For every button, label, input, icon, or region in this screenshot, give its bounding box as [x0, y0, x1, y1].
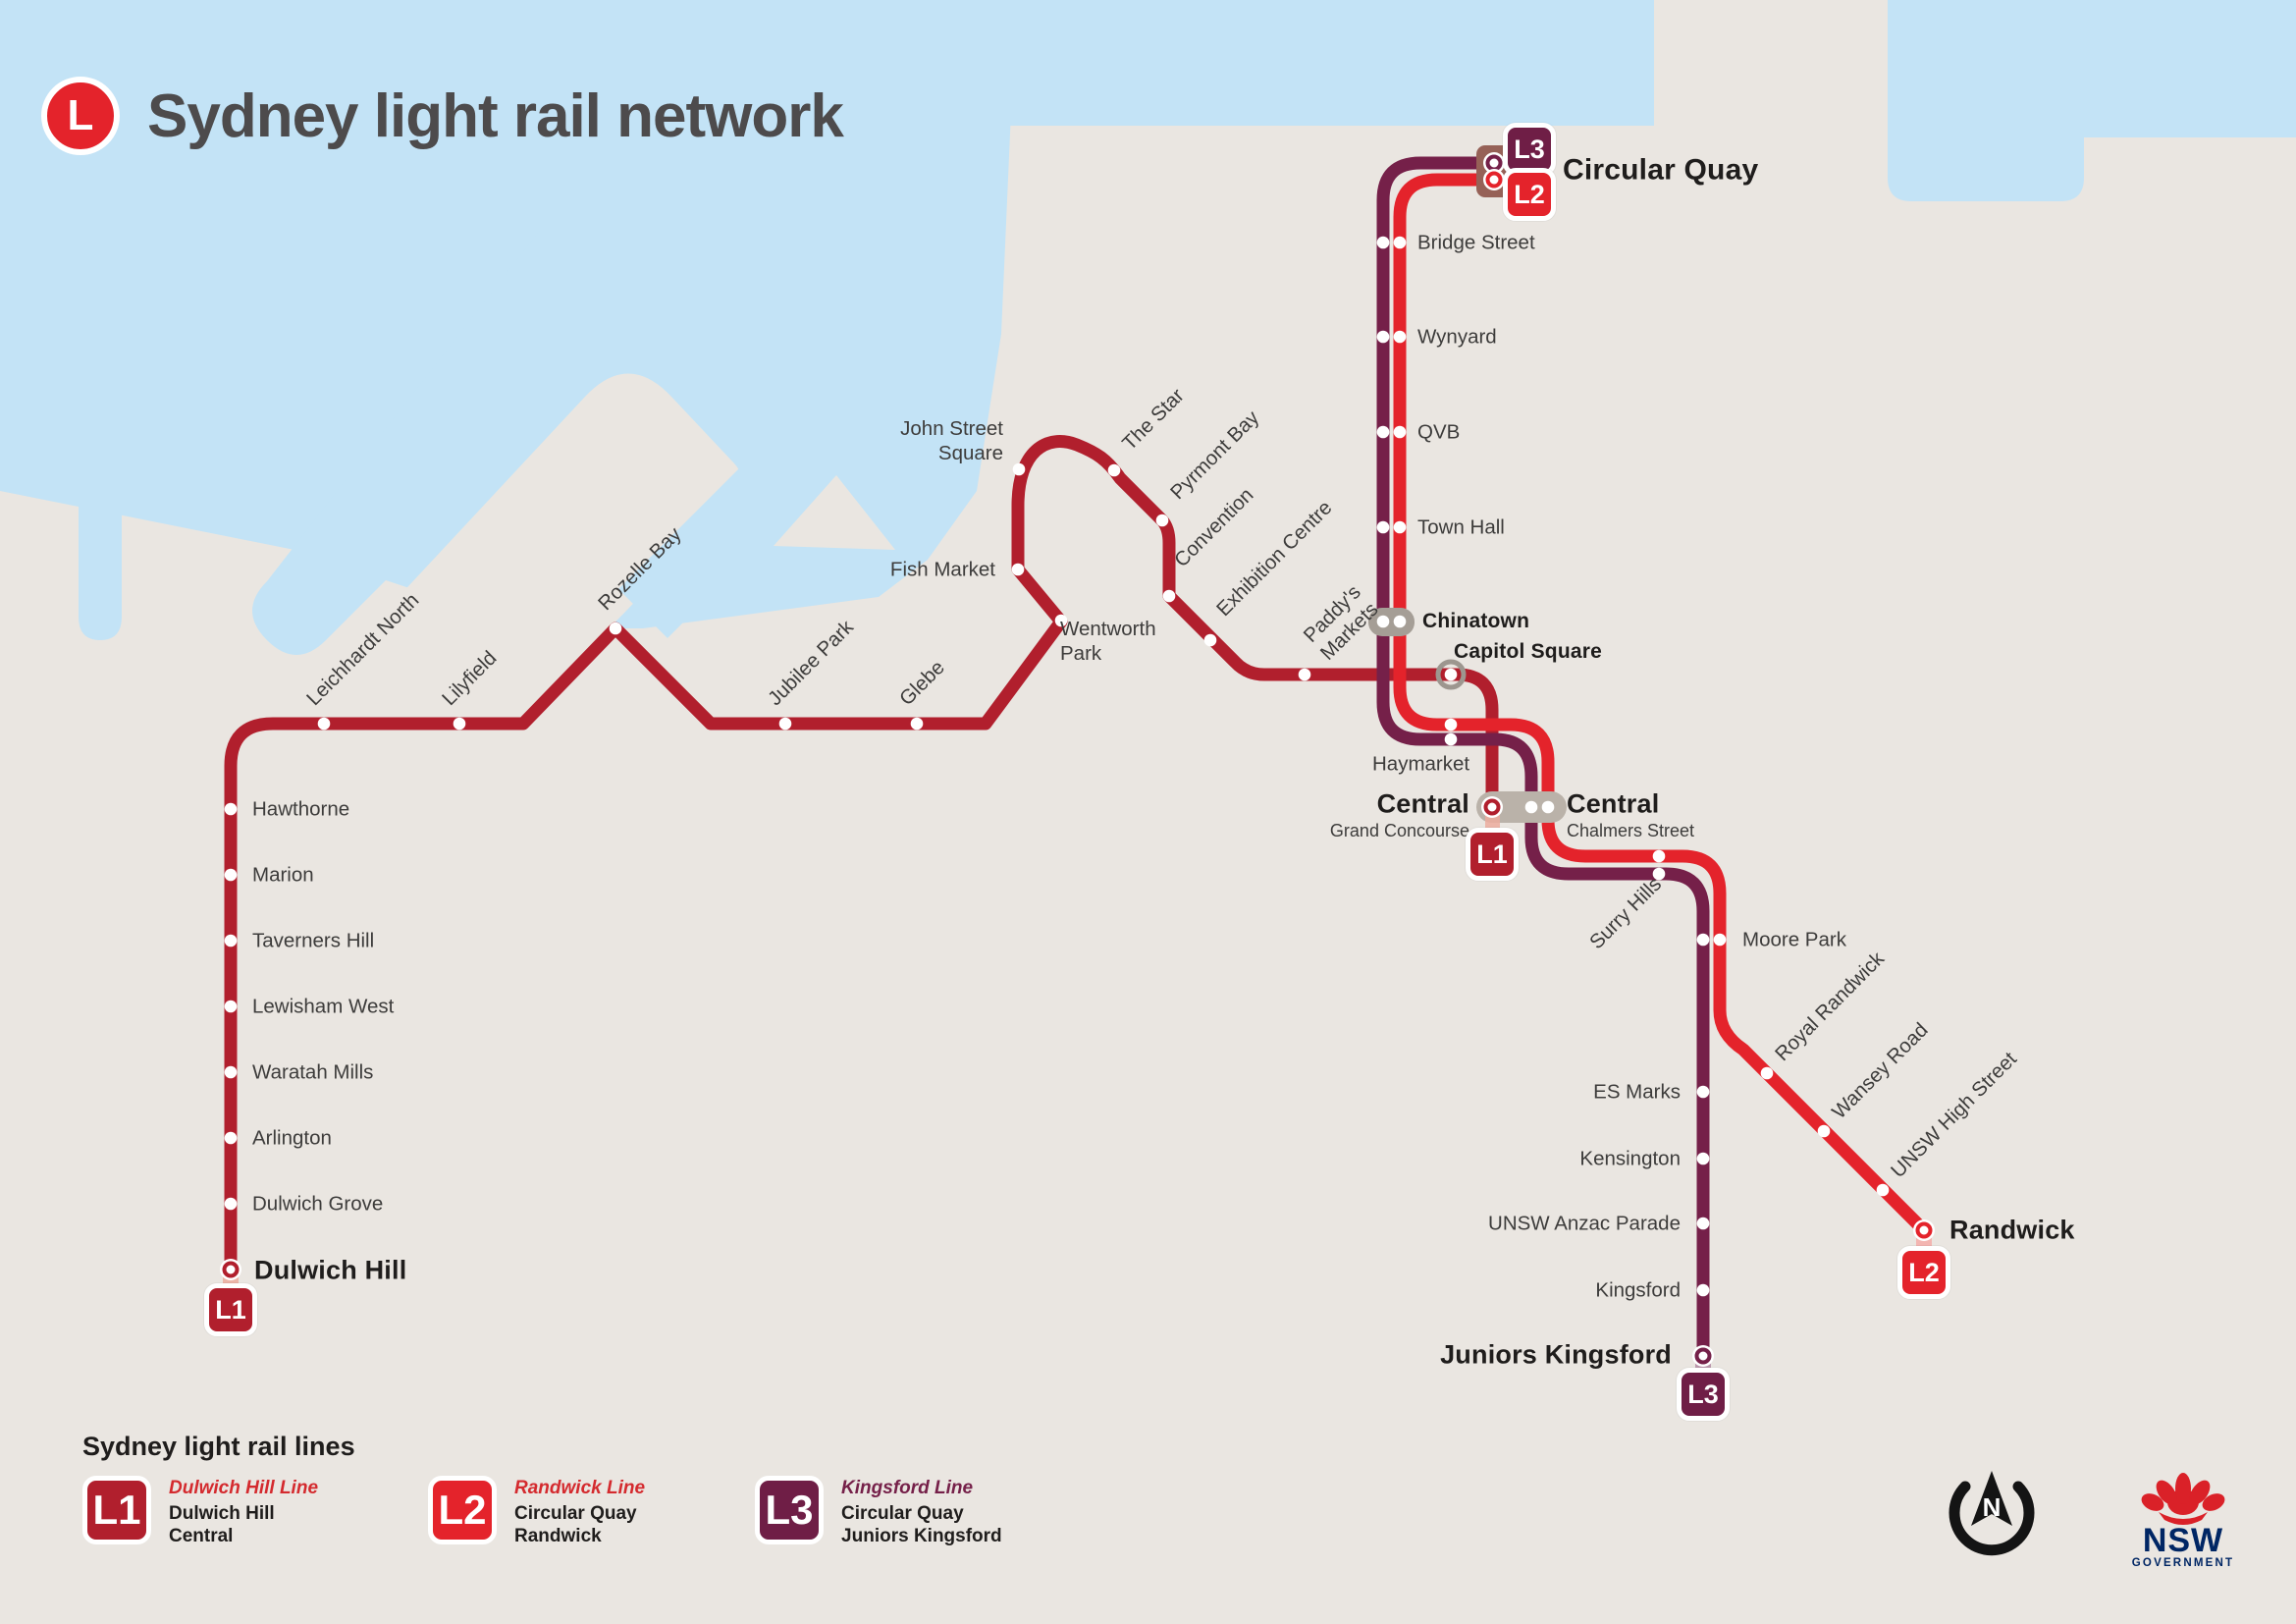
station-dot: [1376, 236, 1390, 249]
l1-badge-icon: L1: [82, 1476, 151, 1544]
nsw-logo-text: NSW: [2142, 1522, 2224, 1559]
legend-heading: Sydney light rail lines: [82, 1432, 355, 1461]
station-dot: [1107, 463, 1121, 477]
station-dot: [1393, 425, 1407, 439]
station-dot: [224, 1131, 238, 1145]
title-bar: L Sydney light rail network: [41, 77, 844, 155]
rail-line-l3: [1376, 156, 1710, 1363]
water-shape: [252, 228, 640, 655]
legend-item-l2: L2 Randwick Line Circular Quay Randwick: [428, 1476, 645, 1547]
svg-text:N: N: [1983, 1492, 2002, 1522]
nsw-government-logo: NSW GOVERNMENT: [2129, 1469, 2237, 1569]
waratah-icon: [2141, 1473, 2225, 1525]
water-shape: [1888, 0, 2084, 201]
station-dot: [1162, 589, 1176, 603]
rail-line-l1: [224, 435, 1499, 1276]
legend-terminus: Dulwich Hill: [169, 1503, 275, 1524]
station-dot: [224, 868, 238, 882]
legend-line-name: Randwick Line: [514, 1478, 646, 1498]
line-badge-l2: L2: [1503, 168, 1556, 221]
station-dot: [609, 622, 622, 635]
station-dot: [1054, 614, 1068, 627]
station-dot: [1155, 514, 1169, 527]
station-dot: [1203, 633, 1217, 647]
water-shape: [618, 447, 810, 638]
water-shape: [2056, 0, 2296, 137]
station-dot: [1444, 718, 1458, 731]
l2-badge-icon: L2: [428, 1476, 498, 1544]
station-dot: [224, 1197, 238, 1211]
legend-terminus: Randwick: [514, 1526, 602, 1546]
legend-terminus: Juniors Kingsford: [841, 1526, 1002, 1546]
legend-line-name: Dulwich Hill Line: [169, 1478, 319, 1498]
station-dot: [317, 717, 331, 731]
interchange-marker: [1368, 608, 1415, 636]
line-badge-l1: L1: [204, 1283, 257, 1336]
water-shape: [79, 461, 122, 640]
station-dot: [1393, 520, 1407, 534]
l3-badge-icon: L3: [755, 1476, 825, 1544]
page-title: Sydney light rail network: [147, 81, 844, 150]
station-dot: [224, 1065, 238, 1079]
terminus-dot: [1694, 1347, 1712, 1365]
station-dot: [1696, 1217, 1710, 1230]
station-dot: [224, 934, 238, 947]
footer-icons: N NSW GOVERNMENT: [1948, 1469, 2237, 1569]
line-badge-l3: L3: [1677, 1368, 1730, 1421]
station-dot: [1876, 1183, 1890, 1197]
station-dot: [1376, 615, 1390, 628]
station-dot: [1696, 1085, 1710, 1099]
station-dot: [910, 717, 924, 731]
rail-line-l2: [1393, 173, 1931, 1237]
station-dot: [1011, 563, 1025, 576]
station-dot: [1696, 1152, 1710, 1165]
station-dot: [1376, 425, 1390, 439]
legend: Sydney light rail lines L1 Dulwich Hill …: [82, 1432, 1002, 1547]
compass-north-icon: N: [1949, 1471, 2035, 1556]
station-dot: [1393, 236, 1407, 249]
terminus-dot: [222, 1261, 240, 1278]
legend-item-l1: L1 Dulwich Hill Line Dulwich Hill Centra…: [82, 1476, 318, 1547]
legend-terminus: Central: [169, 1526, 234, 1546]
station-dot: [1393, 330, 1407, 344]
land-shape: [314, 373, 742, 734]
line-badge-l2: L2: [1897, 1246, 1950, 1299]
station-dot: [1760, 1066, 1774, 1080]
legend-terminus: Circular Quay: [514, 1503, 637, 1524]
station-dot: [1652, 867, 1666, 881]
station-dot: [1541, 800, 1555, 814]
land-shape: [774, 475, 895, 550]
station-dot: [1376, 520, 1390, 534]
station-dot: [1652, 849, 1666, 863]
line-badge-l1: L1: [1466, 828, 1519, 881]
water-shape: [0, 0, 510, 329]
station-dot: [224, 802, 238, 816]
legend-terminus: Circular Quay: [841, 1503, 964, 1524]
terminus-dot: [1485, 171, 1503, 189]
legend-line-name: Kingsford Line: [841, 1478, 974, 1498]
legend-item-l3: L3 Kingsford Line Circular Quay Juniors …: [755, 1476, 1002, 1547]
station-dot: [778, 717, 792, 731]
terminus-dot: [1915, 1221, 1933, 1239]
station-dot: [1444, 732, 1458, 746]
terminus-dot: [1483, 798, 1501, 816]
station-dot: [1713, 933, 1727, 947]
light-rail-logo-icon: L: [41, 77, 120, 155]
station-dot: [1393, 615, 1407, 628]
station-dot: [1696, 933, 1710, 947]
interchange-ring: [1435, 659, 1467, 690]
station-dot: [1696, 1283, 1710, 1297]
station-dot: [1012, 462, 1026, 476]
station-dot: [1298, 668, 1311, 681]
terminus-dot: [1485, 154, 1503, 172]
station-dot: [453, 717, 466, 731]
station-dot: [1524, 800, 1538, 814]
station-dot: [1376, 330, 1390, 344]
government-logo-text: GOVERNMENT: [2131, 1557, 2235, 1569]
station-dot: [1817, 1124, 1831, 1138]
station-dot: [224, 1000, 238, 1013]
station-dot: [1444, 668, 1458, 681]
